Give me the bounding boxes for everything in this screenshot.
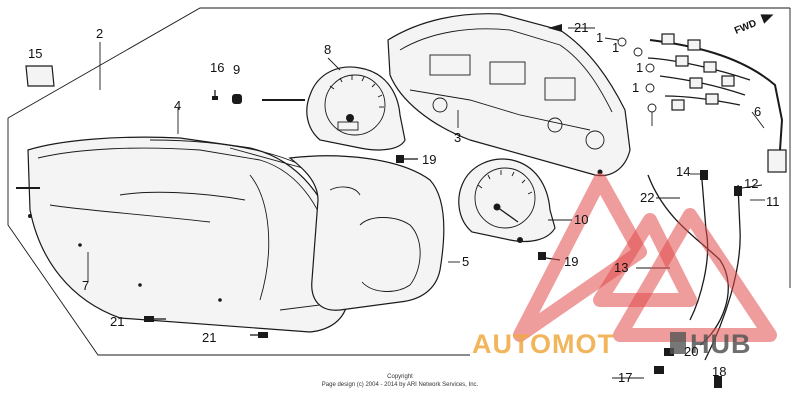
callout-21-lower: 21 xyxy=(110,314,124,329)
part-lens-cover xyxy=(288,155,445,311)
callout-5: 5 xyxy=(462,254,469,269)
callout-11: 11 xyxy=(766,194,780,209)
callout-9: 9 xyxy=(233,62,240,77)
watermark-brand-left: AUTOMOT xyxy=(472,329,615,359)
part-wire-harness xyxy=(647,33,787,173)
callout-7: 7 xyxy=(82,278,89,293)
watermark-triangle-mark xyxy=(513,173,777,342)
callout-21-middle: 21 xyxy=(202,330,216,345)
fwd-label: FWD xyxy=(733,18,758,37)
part-meter-case xyxy=(387,13,631,177)
callout-labels: 2 15 4 16 9 8 3 19 10 19 5 7 21 21 21 1 … xyxy=(28,20,780,385)
callout-20: 20 xyxy=(684,344,698,359)
callout-1-d: 1 xyxy=(632,80,639,95)
callout-19-lower: 19 xyxy=(564,254,578,269)
callout-13: 13 xyxy=(614,260,628,275)
callout-1-a: 1 xyxy=(596,30,603,45)
copyright-notice: Copyright Page design (c) 2004 - 2014 by… xyxy=(322,374,479,388)
part-label-plate xyxy=(25,65,55,87)
part-screw-21-upper xyxy=(548,24,562,32)
callout-1-c: 1 xyxy=(636,60,643,75)
callout-6: 6 xyxy=(754,104,761,119)
copyright-line-1: Copyright xyxy=(387,374,413,380)
copyright-line-2: Page design (c) 2004 - 2014 by ARI Netwo… xyxy=(322,382,479,388)
part-screw-21-middle xyxy=(250,332,268,338)
callout-10: 10 xyxy=(574,212,588,227)
callout-19-upper: 19 xyxy=(422,152,436,167)
callout-17: 17 xyxy=(618,370,632,385)
watermark-brand-right: HUB xyxy=(690,329,752,359)
callout-3: 3 xyxy=(454,130,461,145)
callout-12: 12 xyxy=(744,176,758,191)
callout-22: 22 xyxy=(640,190,654,205)
watermark-divider xyxy=(670,332,686,354)
part-screw-21-lower xyxy=(144,316,166,322)
part-tachometer xyxy=(458,158,556,243)
part-speedometer xyxy=(262,66,406,151)
callout-15: 15 xyxy=(28,46,42,61)
callout-18: 18 xyxy=(712,364,726,379)
callout-2: 2 xyxy=(96,26,103,41)
callout-16: 16 xyxy=(210,60,224,75)
part-grommet-9 xyxy=(232,94,242,104)
callout-4: 4 xyxy=(174,98,181,113)
watermark-logo: AUTOMOT HUB xyxy=(472,173,777,359)
callout-21-upper: 21 xyxy=(574,20,588,35)
callout-14: 14 xyxy=(676,164,690,179)
part-screw-16 xyxy=(212,90,218,100)
part-screw-19-upper xyxy=(396,155,418,163)
forward-direction-arrow: FWD xyxy=(733,14,774,37)
harness-connectors xyxy=(661,33,735,111)
callout-8: 8 xyxy=(324,42,331,57)
part-bulbs xyxy=(617,37,657,126)
diagram-frame xyxy=(7,7,791,356)
callout-1-b: 1 xyxy=(612,40,619,55)
